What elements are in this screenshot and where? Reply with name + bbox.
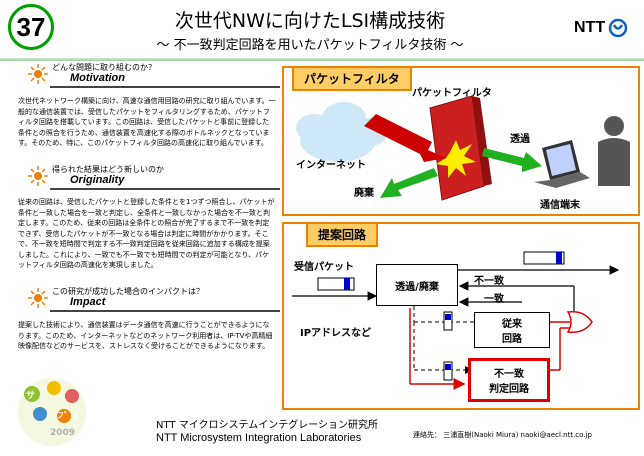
- ntt-logo-icon: [608, 18, 628, 38]
- event-badge: サ フ゛ェ 2009: [6, 372, 98, 452]
- filter-wall-label: パケットフィルタ: [412, 88, 492, 99]
- ip-address-label: IPアドレスなど: [300, 328, 372, 339]
- internet-label: インターネット: [296, 160, 366, 171]
- drop-arrow: [380, 168, 438, 198]
- mismatch-line2: 判定回路: [489, 384, 529, 395]
- section-label: Motivation: [70, 72, 125, 84]
- incoming-arrow: [364, 114, 446, 162]
- section-underline: [50, 188, 280, 190]
- mismatch-line1: 不一致: [494, 369, 524, 380]
- contact-info: 連絡先： 三浦直樹(Naoki Miura) naoki@aecl.ntt.co…: [413, 431, 592, 439]
- section-underline: [50, 310, 280, 312]
- section-underline: [50, 86, 280, 88]
- section-originality-head: 得られた結果はどう新しいのか Originality: [20, 165, 280, 192]
- drop-label: 廃棄: [354, 188, 374, 199]
- conventional-circuit-block: 従来 回路: [474, 312, 550, 348]
- proposal-circuit-panel: 提案回路 受: [282, 222, 640, 410]
- mismatch-judge-block: 不一致 判定回路: [468, 358, 550, 402]
- left-column: どんな問題に取り組むのか？ Motivation 次世代ネットワーク構築に向け、…: [2, 62, 280, 412]
- badge-year: 2009: [50, 428, 76, 438]
- page-title: 次世代NWに向けたLSI構成技術: [174, 10, 446, 32]
- internet-cloud-icon: [296, 102, 388, 162]
- section-question: この研究が成功した場合のインパクトは？: [52, 287, 204, 296]
- starburst-icon: [436, 140, 476, 178]
- or-gate: [566, 310, 593, 334]
- sun-icon: [28, 288, 48, 308]
- section-motivation-body: 次世代ネットワーク構築に向け、高速な通信用回路の研究に取り組んでいます。一般的な…: [18, 97, 276, 147]
- sun-icon: [28, 64, 48, 84]
- proposal-title: 提案回路: [306, 222, 379, 247]
- pass-drop-block: 透過/廃棄: [376, 264, 458, 306]
- pass-arrow: [482, 148, 542, 172]
- match-signal-label: 一致: [484, 294, 504, 305]
- topic-number-badge: 37: [8, 4, 54, 50]
- section-impact-body: 提案した技術により、通信装置はデータ通信を高速に行うことができるようになります。…: [18, 321, 273, 350]
- section-motivation-head: どんな問題に取り組むのか？ Motivation: [20, 63, 280, 90]
- ntt-logo: NTT: [574, 18, 628, 38]
- event-badge-graphic: [18, 378, 86, 446]
- sun-icon: [28, 166, 48, 186]
- lab-name-ja: NTT マイクロシステムインテグレーション研究所: [156, 420, 378, 431]
- packet-filter-panel: パケットフィルタ パケットフィルタ インターネット: [282, 66, 640, 216]
- ntt-logo-text: NTT: [574, 19, 606, 36]
- packet-filter-title: パケットフィルタ: [292, 66, 412, 91]
- mismatch-signal-label: 不一致: [474, 276, 504, 287]
- badge-mid-text: フ゛ェ: [56, 411, 80, 420]
- person-icon: [598, 116, 630, 186]
- lab-name-en: NTT Microsystem Integration Laboratories: [156, 432, 362, 444]
- received-packet-label: 受信パケット: [294, 262, 354, 273]
- packet-filter-diagram: [296, 95, 630, 201]
- section-label: Impact: [70, 296, 106, 308]
- conventional-line1: 従来: [502, 319, 522, 330]
- badge-top-text: サ: [26, 391, 36, 401]
- conventional-line2: 回路: [502, 334, 522, 345]
- pass-label: 透過: [510, 134, 530, 145]
- section-label: Originality: [70, 174, 125, 186]
- section-question: 得られた結果はどう新しいのか: [52, 165, 164, 174]
- header-divider: [0, 58, 644, 61]
- section-question: どんな問題に取り組むのか？: [52, 63, 156, 72]
- terminal-label: 通信端末: [540, 200, 580, 211]
- section-impact-head: この研究が成功した場合のインパクトは？ Impact: [20, 287, 280, 314]
- proposal-circuit-diagram: [292, 251, 620, 390]
- laptop-icon: [534, 140, 590, 188]
- page-subtitle: ～ 不一致判定回路を用いたパケットフィルタ技術 ～: [156, 38, 464, 53]
- section-originality-body: 従来の回路は、受信したパケットと登録した条件とを1つずつ照合し、パケットが条件と…: [18, 198, 275, 269]
